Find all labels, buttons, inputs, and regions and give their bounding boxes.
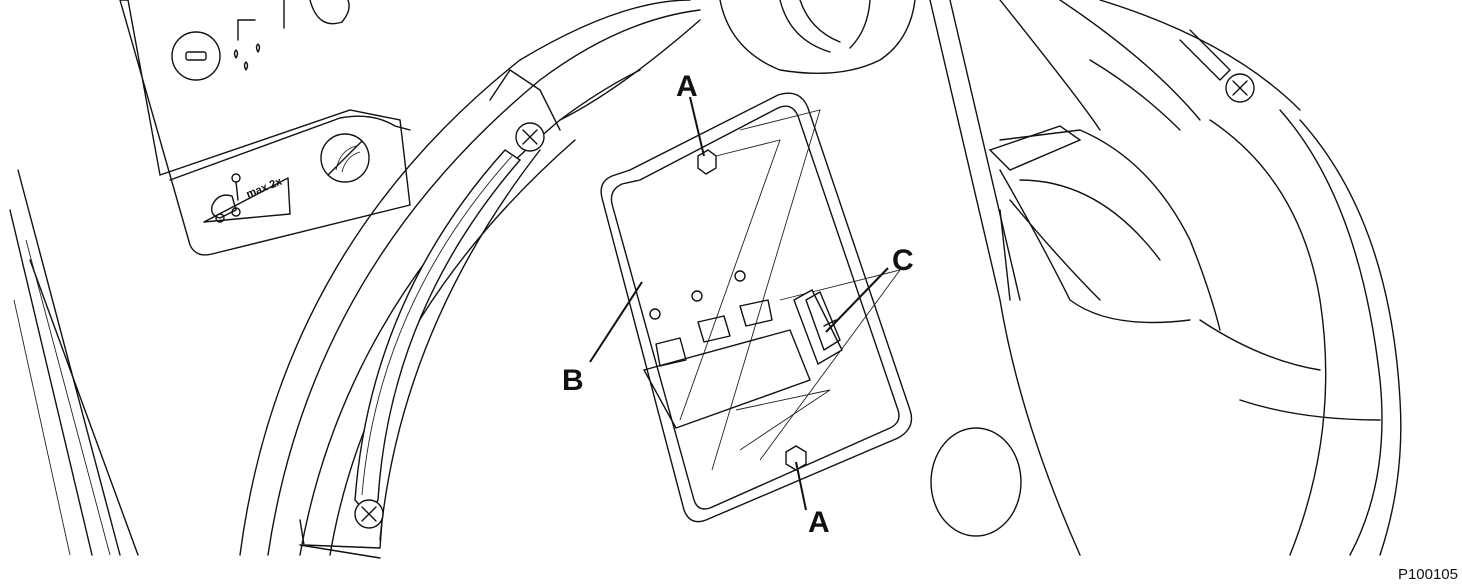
callout-a-top: A <box>676 70 698 103</box>
hose-reel-rim <box>239 0 701 559</box>
screw-icon <box>1225 73 1255 103</box>
leader-c <box>825 267 889 333</box>
leader-a-top <box>689 96 705 157</box>
leader-a-bottom <box>795 461 807 511</box>
figure-id-label: P100105 <box>1397 566 1458 583</box>
water-drop-icon <box>233 19 261 71</box>
leader-b <box>589 281 643 363</box>
reel-hub <box>559 0 916 121</box>
housing-left-edge <box>9 169 139 556</box>
screw-icon <box>354 499 384 529</box>
callout-a-bottom: A <box>808 506 830 539</box>
callout-c: C <box>892 244 914 277</box>
hex-bolt-icon <box>697 149 717 175</box>
callout-b: B <box>562 364 584 397</box>
no-spray-icon <box>320 133 370 183</box>
screw-icon <box>515 122 545 152</box>
hose-guide <box>929 0 1402 556</box>
rocker-switch-icon <box>793 289 843 366</box>
hex-bolt-icon <box>785 445 807 471</box>
minus-button-icon <box>171 31 221 81</box>
decal-panel: max 2x <box>119 0 411 256</box>
round-plug <box>930 427 1022 537</box>
cover-plate <box>600 92 913 523</box>
